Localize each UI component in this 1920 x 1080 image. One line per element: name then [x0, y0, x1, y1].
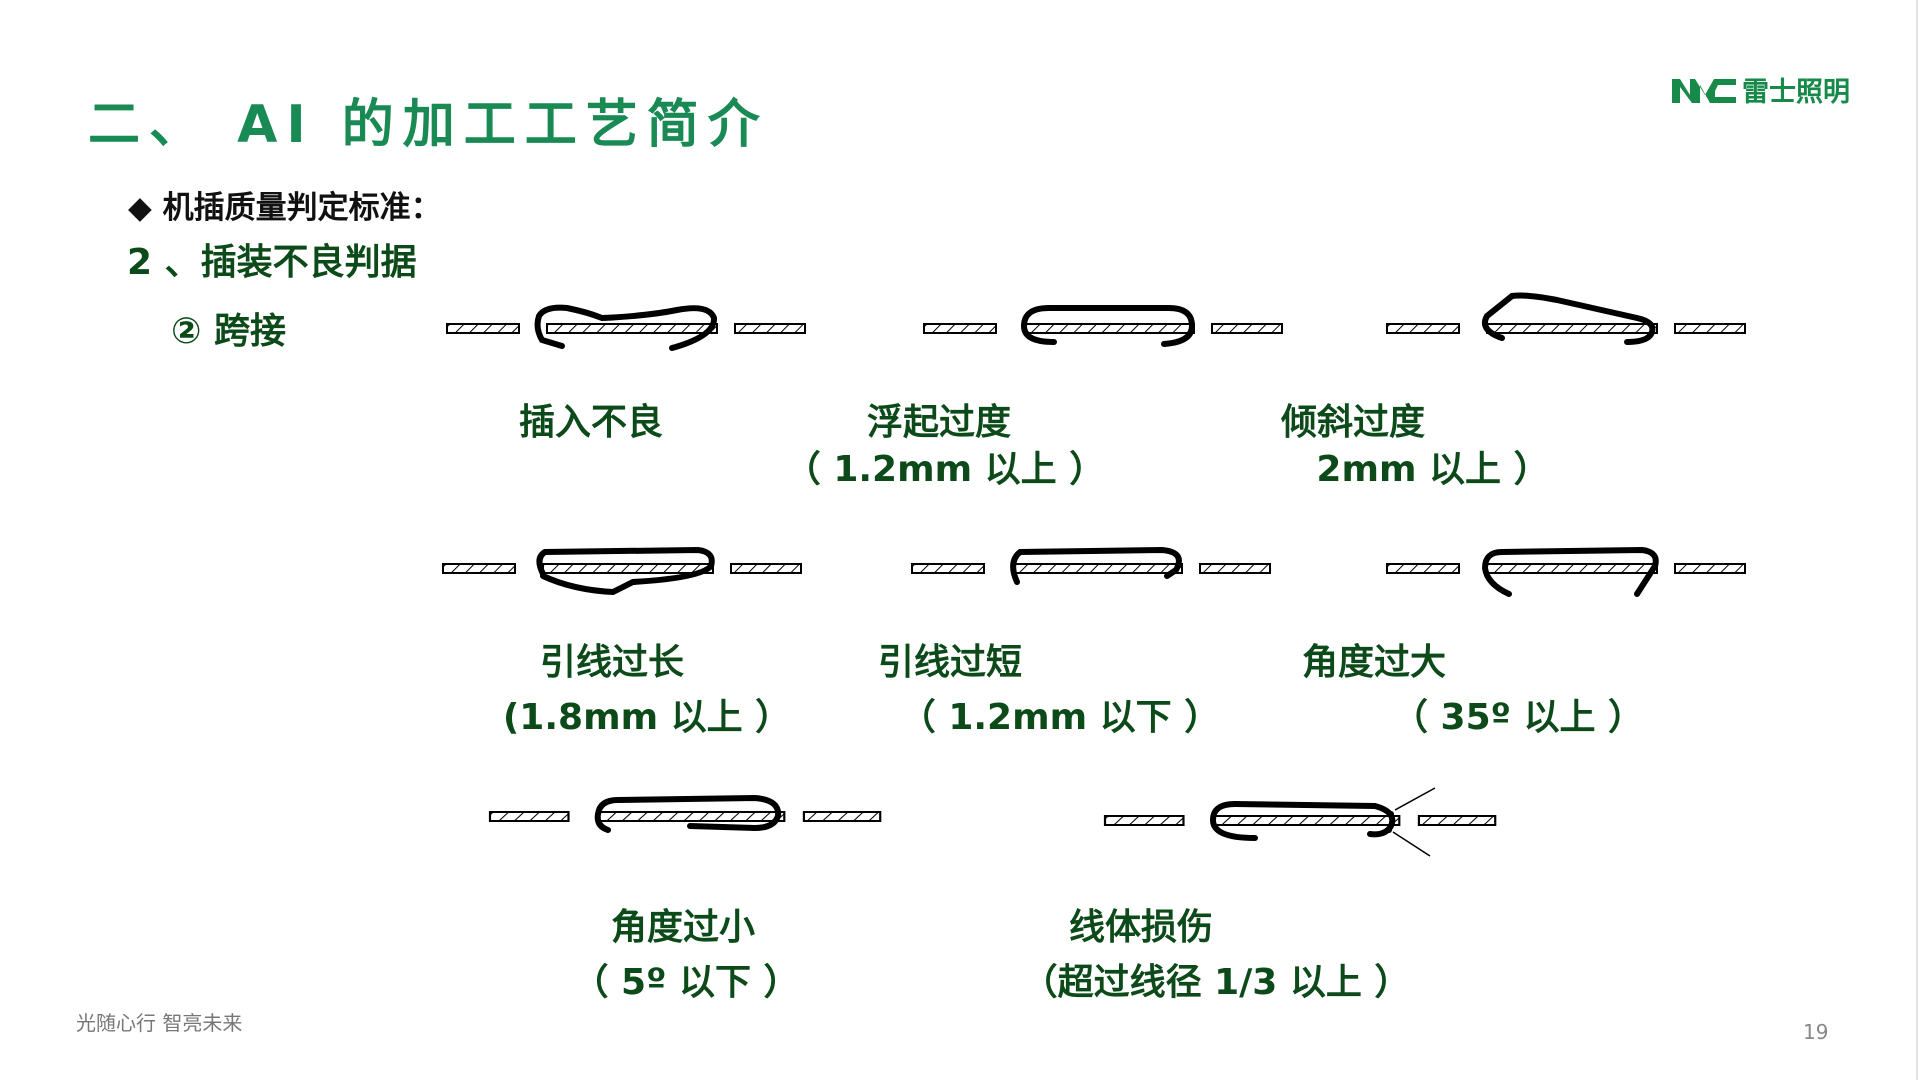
- item-label: 浮起过度: [866, 402, 1012, 443]
- diagram-angle-too-small: [488, 794, 882, 833]
- logo-name: 雷士照明: [1742, 77, 1850, 108]
- item-label: 插入不良: [518, 402, 664, 443]
- logo: 雷士照明: [1672, 70, 1850, 109]
- diagram-lead-too-long: [442, 546, 802, 596]
- item-label: 角度过小: [610, 907, 756, 948]
- item-detail: （ 1.2mm 以下 ）: [899, 697, 1221, 738]
- diagram-tilt-excess: [1386, 292, 1746, 345]
- item-label: 引线过短: [877, 642, 1023, 683]
- footer-slogan: 光随心行 智亮未来: [76, 1011, 243, 1035]
- nvc-logo-icon: [1672, 78, 1736, 103]
- slide-edge: [1916, 0, 1918, 1080]
- diagram-float-excess: [923, 305, 1283, 347]
- item-detail: 2mm 以上 ）: [1316, 449, 1550, 490]
- item-detail: （ 35º 以上 ）: [1391, 697, 1645, 738]
- item-label: 角度过大: [1301, 642, 1447, 683]
- diagram-insert-bad: [446, 304, 806, 351]
- item-detail: （超过线径 1/3 以上 ）: [1021, 962, 1411, 1003]
- criteria-heading: ◆ 机插质量判定标准：: [128, 190, 442, 226]
- section-heading: 2 、插装不良判据: [127, 242, 417, 283]
- diagram-wire-damage: [1103, 787, 1497, 857]
- diagram-angle-too-large: [1386, 546, 1746, 597]
- item-label: 引线过长: [539, 642, 685, 683]
- diagram-lead-too-short: [911, 546, 1271, 585]
- page-title: 二、 AI 的加工工艺简介: [88, 95, 769, 155]
- item-label: 线体损伤: [1068, 907, 1214, 948]
- item-detail: （ 1.2mm 以上 ）: [784, 449, 1106, 490]
- item-label: 倾斜过度: [1280, 402, 1426, 443]
- item-detail: （ 5º 以下 ）: [572, 962, 800, 1003]
- item-detail: (1.8mm 以上 ）: [502, 697, 792, 738]
- subsection-heading: ② 跨接: [171, 311, 287, 352]
- page-number: 19: [1803, 1020, 1829, 1044]
